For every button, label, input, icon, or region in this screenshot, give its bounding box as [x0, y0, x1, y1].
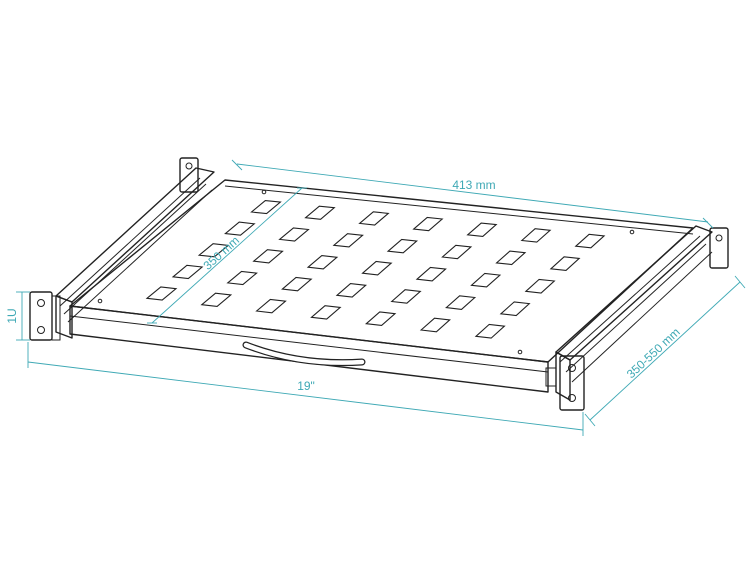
vent-slot: [255, 298, 287, 314]
right-rail: [545, 225, 713, 401]
vent-slot: [226, 270, 258, 286]
height-label: 1U: [5, 308, 19, 323]
vent-slot: [549, 256, 581, 271]
right-back-ear-plate: [709, 227, 729, 269]
rack-width-label: 19": [297, 379, 315, 393]
left-back-ear-plate: [179, 157, 199, 193]
left-rail-edge: [59, 177, 201, 307]
mount-hole: [97, 298, 103, 304]
rack-width-dimension-line: [27, 361, 584, 431]
vent-slot: [278, 227, 310, 242]
right-back-ear: [709, 227, 729, 269]
vent-slot: [499, 301, 531, 317]
shelf-front-lip: [69, 305, 549, 393]
left-back-ear: [179, 157, 199, 193]
depth-label: 350 mm: [201, 233, 243, 272]
width-label: 413 mm: [452, 178, 495, 192]
right-ear-hole: [568, 364, 576, 372]
mount-hole: [517, 349, 523, 355]
vent-slot: [197, 243, 230, 258]
right-rail-edge: [565, 243, 707, 373]
vent-slot: [332, 233, 364, 248]
vent-slot: [358, 211, 390, 226]
width-extension-right: [702, 217, 714, 229]
back-rim: [224, 185, 694, 235]
depth-range-label: 350-550 mm: [624, 325, 683, 381]
vent-slot: [445, 295, 477, 310]
left-rail-edge: [67, 189, 213, 323]
right-rail-edge: [571, 251, 713, 383]
vent-slot: [224, 221, 256, 236]
mount-hole: [629, 229, 635, 235]
vent-slot: [386, 238, 419, 254]
vent-slot: [520, 228, 552, 243]
vent-slot: [365, 311, 397, 326]
front-lip-edge: [69, 315, 549, 373]
vent-slot: [470, 272, 502, 288]
left-ear-hole: [37, 299, 45, 307]
vent-slots: [145, 200, 606, 339]
depth-range-extension-bottom: [584, 413, 596, 427]
right-ear-plate: [559, 355, 585, 411]
left-rail: [55, 167, 215, 339]
dimension-lines: [16, 159, 746, 436]
vent-slot: [466, 222, 498, 237]
left-rail-front: [55, 295, 73, 339]
left-ear-flange: [51, 295, 61, 341]
vent-slot: [441, 244, 473, 260]
depth-dimension-line: [151, 187, 303, 324]
vent-slot: [281, 276, 313, 292]
vent-slot: [412, 216, 444, 232]
vent-slot: [252, 249, 284, 264]
vent-slot: [304, 205, 336, 220]
left-back-ear-hole: [185, 162, 193, 170]
shelf-tray: [69, 179, 694, 393]
depth-range-dimension-line: [589, 281, 741, 421]
vent-slot: [495, 250, 527, 266]
vent-slot: [145, 286, 178, 301]
left-rail-body: [55, 167, 215, 303]
vent-slot: [200, 292, 233, 307]
vent-slot: [415, 266, 447, 282]
vent-slot: [574, 233, 606, 249]
vent-slot: [524, 278, 556, 294]
vent-slot: [361, 260, 393, 276]
right-ear-hole: [568, 394, 576, 402]
right-rail-edge: [559, 235, 701, 363]
vent-slot: [390, 289, 422, 304]
mount-hole: [261, 189, 267, 195]
width-dimension-line: [236, 163, 709, 223]
vent-slot: [419, 317, 451, 333]
left-ear-hole: [37, 326, 45, 334]
right-rail-latch: [545, 367, 557, 387]
vent-slot: [335, 283, 368, 298]
depth-range-extension-top: [734, 275, 746, 289]
right-back-ear-hole: [715, 234, 723, 242]
vent-slot: [310, 305, 342, 320]
vent-slot: [474, 323, 506, 339]
right-rack-ear: [559, 355, 585, 411]
vent-slot: [250, 200, 282, 215]
shelf-handle-inner: [243, 342, 365, 365]
left-rack-ear: [29, 291, 61, 341]
vent-slot: [306, 255, 339, 270]
left-rail-edge: [63, 183, 207, 315]
vent-slot: [171, 264, 204, 280]
width-extension-left: [231, 159, 243, 171]
